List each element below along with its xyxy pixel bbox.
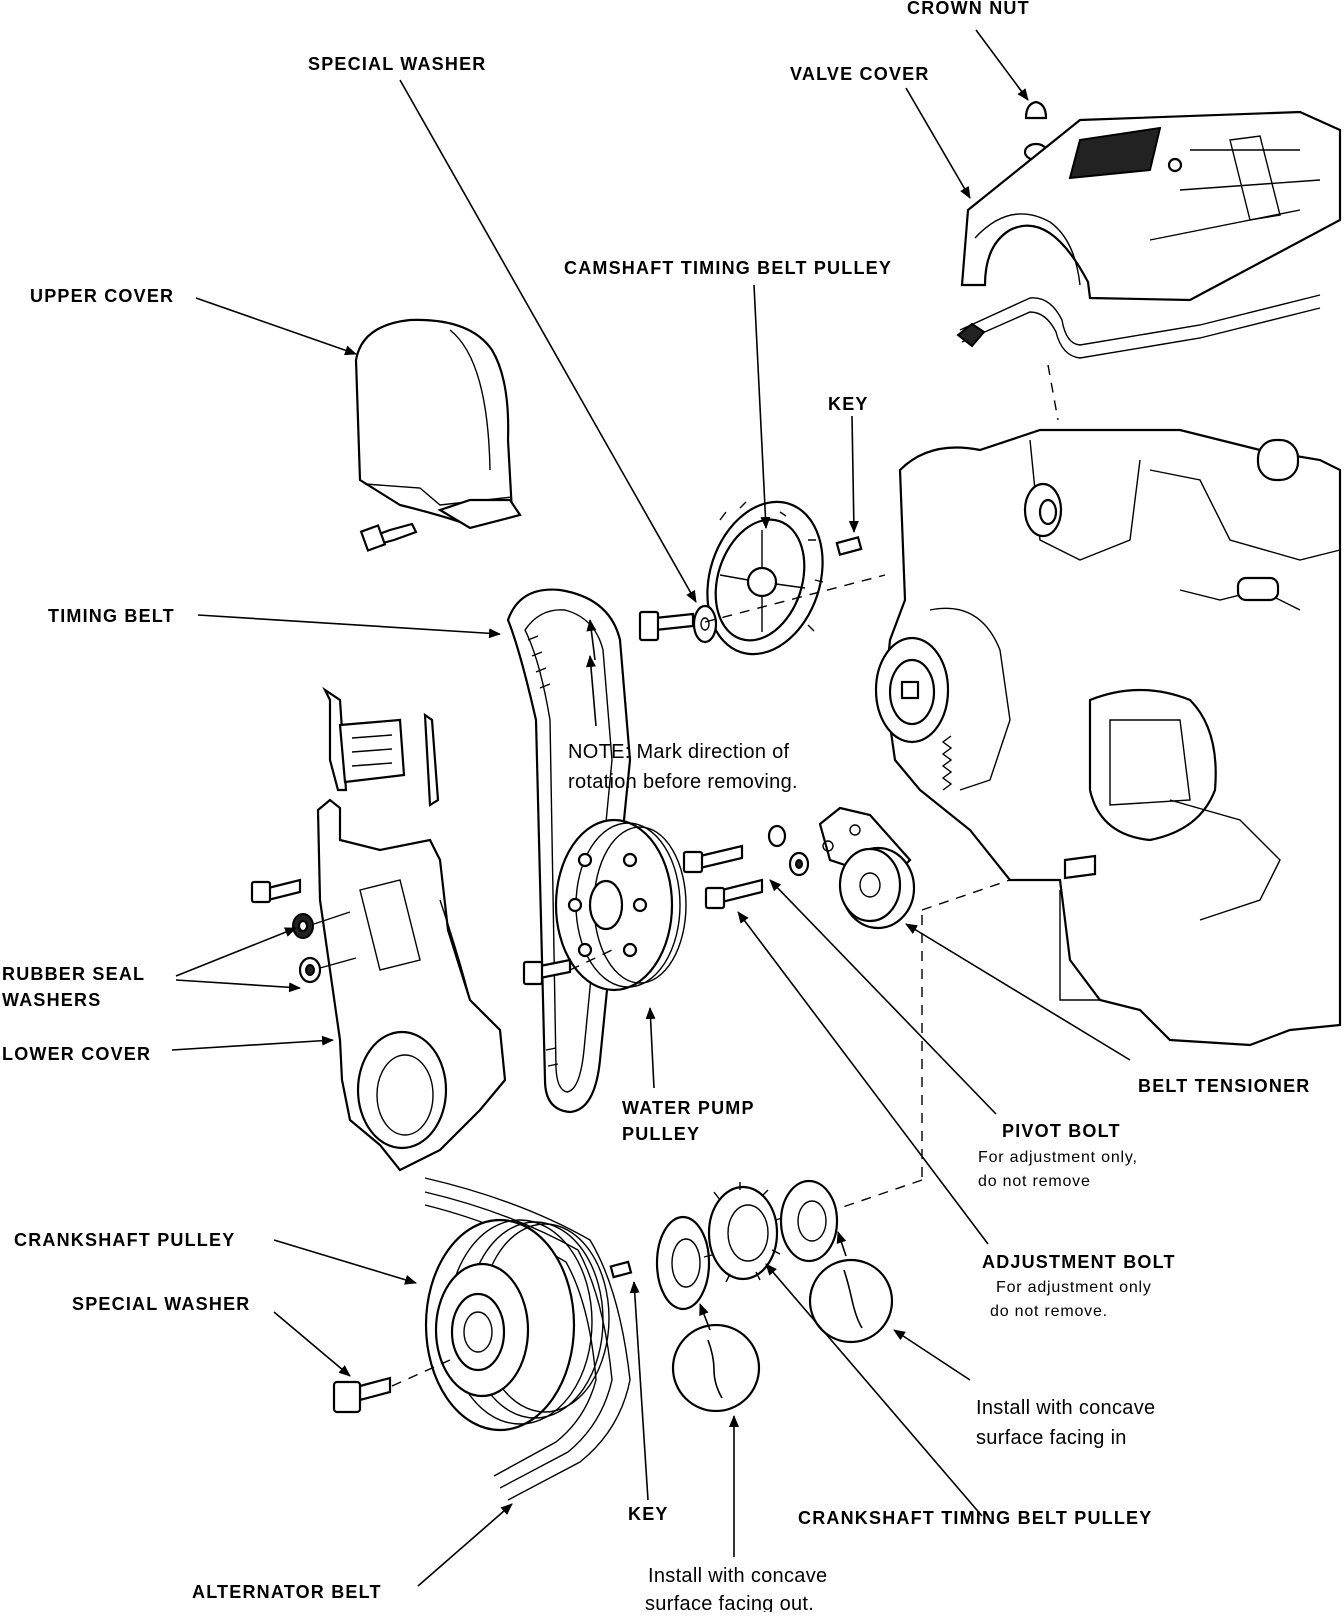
crank-guide-washer-in bbox=[779, 1179, 839, 1263]
key-bottom-part bbox=[609, 1260, 633, 1279]
label-rubber-seal-1: RUBBER SEAL bbox=[2, 964, 145, 984]
label-concave-in-1: Install with concave bbox=[976, 1397, 1155, 1419]
label-adjustment-bolt: ADJUSTMENT BOLT bbox=[982, 1252, 1176, 1272]
label-lower-cover: LOWER COVER bbox=[2, 1044, 151, 1064]
detail-circle-facing-out bbox=[671, 1323, 761, 1413]
label-pivot-bolt: PIVOT BOLT bbox=[1002, 1121, 1121, 1141]
rubber-seal-washers-part bbox=[292, 913, 322, 984]
water-pump-axis bbox=[569, 949, 613, 971]
valve-cover-part bbox=[960, 110, 1342, 302]
label-water-pump-1: WATER PUMP bbox=[622, 1098, 755, 1118]
crank-timing-pulley-part bbox=[703, 1182, 784, 1283]
valve-cover-alignment-line bbox=[1047, 364, 1059, 421]
label-adjust-note-1: For adjustment only bbox=[996, 1279, 1152, 1296]
label-timing-belt: TIMING BELT bbox=[48, 606, 175, 626]
label-note-line-1: NOTE: Mark direction of bbox=[568, 741, 790, 763]
valve-cover-gasket bbox=[956, 294, 1321, 359]
detail-circle-facing-in bbox=[808, 1258, 894, 1344]
lower-cover-part bbox=[316, 686, 507, 1172]
label-rubber-seal-2: WASHERS bbox=[2, 990, 101, 1010]
camshaft-axis-line bbox=[704, 574, 886, 623]
label-key-bottom: KEY bbox=[628, 1504, 669, 1524]
label-adjust-note-2: do not remove. bbox=[990, 1303, 1108, 1320]
lower-cover-bolt bbox=[250, 878, 302, 904]
washer-line-2 bbox=[319, 957, 357, 969]
tensioner-bolts bbox=[682, 824, 810, 910]
label-crank-timing-pulley: CRANKSHAFT TIMING BELT PULLEY bbox=[798, 1508, 1152, 1528]
upper-cover-part bbox=[354, 318, 522, 552]
label-camshaft-pulley: CAMSHAFT TIMING BELT PULLEY bbox=[564, 258, 892, 278]
label-crown-nut: CROWN NUT bbox=[907, 0, 1030, 18]
crankshaft-bolt bbox=[332, 1376, 392, 1414]
washer-line-1 bbox=[313, 911, 351, 925]
label-note-line-2: rotation before removing. bbox=[568, 771, 798, 793]
label-pivot-note-1: For adjustment only, bbox=[978, 1149, 1138, 1166]
crankshaft-pulley-part bbox=[424, 1218, 610, 1432]
label-water-pump-2: PULLEY bbox=[622, 1124, 700, 1144]
label-pivot-note-2: do not remove bbox=[978, 1173, 1091, 1190]
label-alternator-belt: ALTERNATOR BELT bbox=[192, 1582, 382, 1602]
label-concave-in-2: surface facing in bbox=[976, 1427, 1127, 1449]
label-valve-cover: VALVE COVER bbox=[790, 64, 930, 84]
label-concave-out-2: surface facing out. bbox=[645, 1593, 814, 1612]
water-pump-pulley-part bbox=[554, 818, 687, 992]
tensioner-axis bbox=[921, 879, 1011, 911]
crank-guide-washer-out bbox=[655, 1215, 711, 1311]
camshaft-pulley-part bbox=[706, 500, 824, 656]
label-concave-out-1: Install with concave bbox=[648, 1565, 827, 1587]
key-top-part bbox=[835, 536, 863, 556]
water-pump-bolt bbox=[522, 958, 572, 986]
belt-tensioner-part bbox=[818, 806, 916, 930]
label-key-top: KEY bbox=[828, 394, 869, 414]
label-crankshaft-pulley: CRANKSHAFT PULLEY bbox=[14, 1230, 235, 1250]
engine-block-part bbox=[874, 428, 1342, 1047]
label-special-washer-top: SPECIAL WASHER bbox=[308, 54, 487, 74]
label-belt-tensioner: BELT TENSIONER bbox=[1138, 1076, 1310, 1096]
camshaft-bolt-and-washer bbox=[638, 604, 718, 644]
label-upper-cover: UPPER COVER bbox=[30, 286, 174, 306]
label-special-washer-bottom: SPECIAL WASHER bbox=[72, 1294, 251, 1314]
camshaft-nose bbox=[1023, 482, 1063, 538]
leader-lines bbox=[171, 29, 1131, 1587]
crank-alignment-line bbox=[839, 1179, 923, 1209]
